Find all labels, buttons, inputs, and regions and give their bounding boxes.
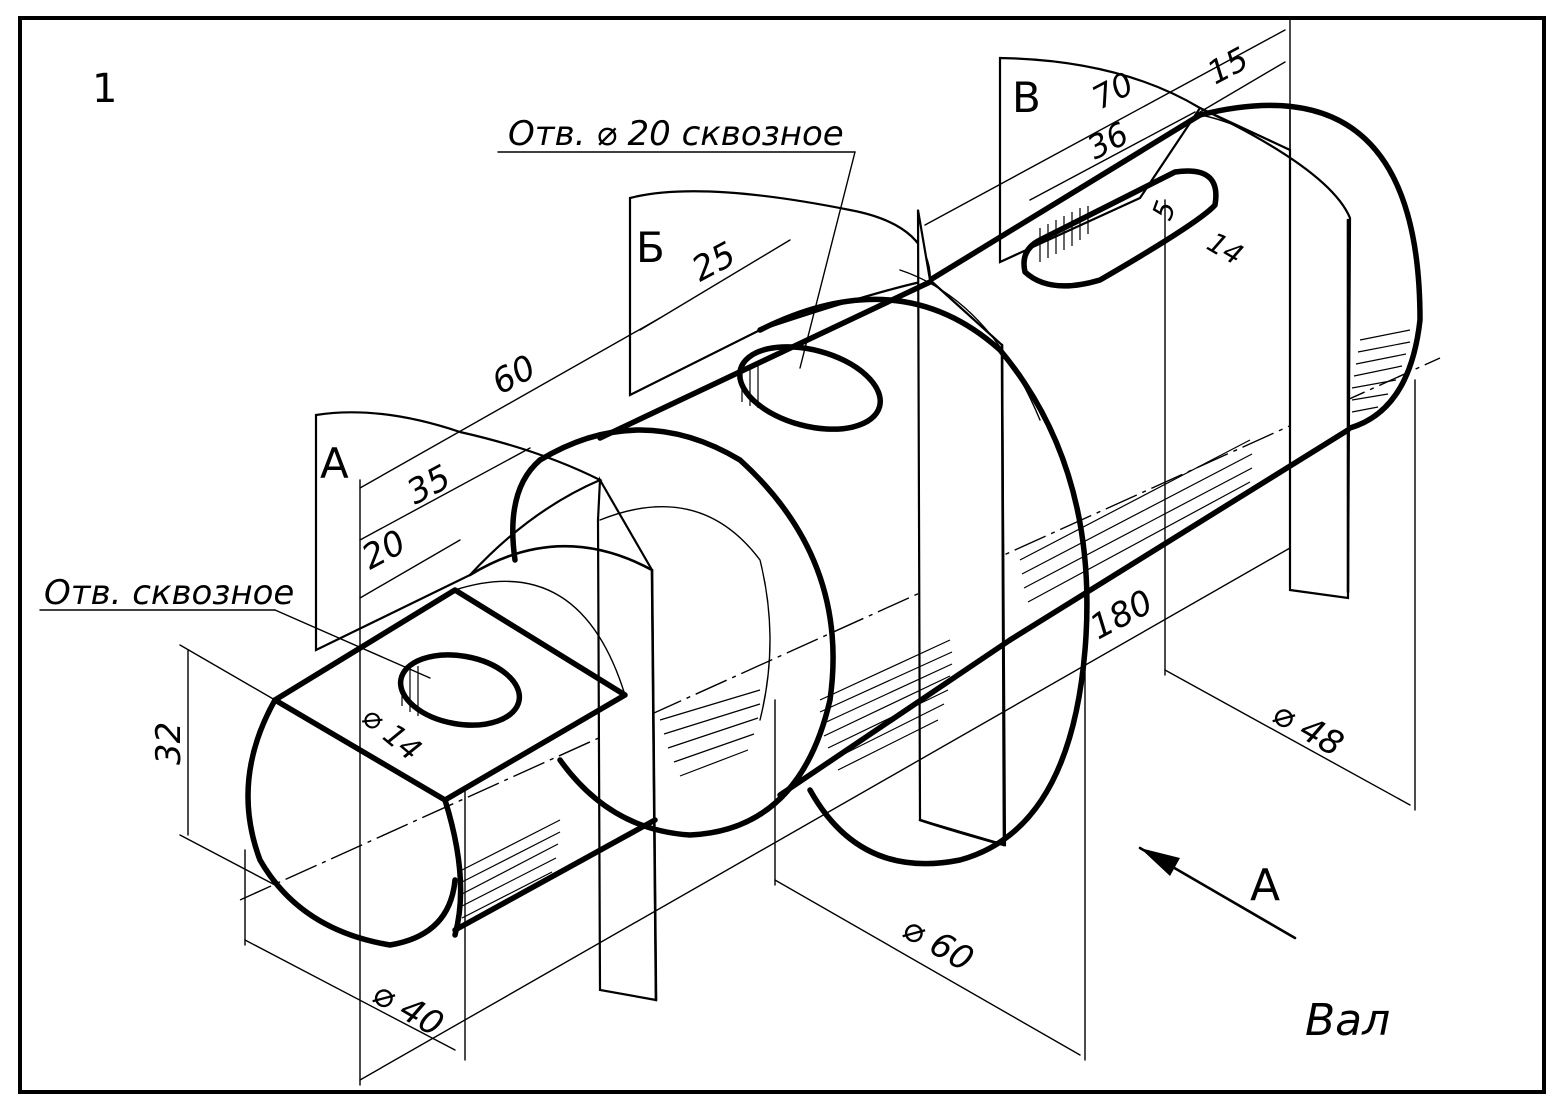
figure-number: 1 [92,66,117,112]
plane-label-a: А [320,439,349,488]
dim-180: 180 [1083,582,1159,648]
middle-collar [597,269,1253,867]
keyway-hatching [1039,206,1089,262]
dim-5: 5 [1146,196,1183,224]
keyway-slot [1021,168,1219,289]
dim-60-diameter: ⌀ 60 [896,908,981,980]
hole-through-hatching [401,666,419,716]
hole-through [397,652,523,728]
dimension-lines [39,19,1416,1086]
note-hole-through: Отв. сквозное [44,573,294,613]
shaft-axis [239,357,1441,901]
left-journal [245,580,658,948]
dim-40: ⌀ 40 [366,973,451,1045]
dim-14-keyway: 14 [1202,225,1249,271]
hole-20-hatching [741,364,759,408]
dim-48: ⌀ 48 [1266,693,1351,765]
drawing-frame [18,16,1546,1094]
right-journal-hatching [1351,329,1411,413]
collar-hatching [819,439,1253,771]
dim-32: 32 [149,722,189,765]
left-journal-hatching [461,819,561,919]
plane-label-v: В [1012,73,1041,122]
view-arrow-label: А [1250,860,1280,911]
front-ring-face [510,427,836,838]
plane-label-b: Б [636,223,665,272]
view-arrow [1138,846,1297,940]
dim-60-length: 60 [485,347,542,403]
note-hole-20: Отв. ⌀ 20 сквозное [508,114,844,154]
drawing-title: Вал [1305,995,1390,1046]
hole-20 [737,344,883,432]
ring-hatching [659,689,761,777]
right-journal [927,102,1423,643]
section-plane-v [998,56,1352,600]
